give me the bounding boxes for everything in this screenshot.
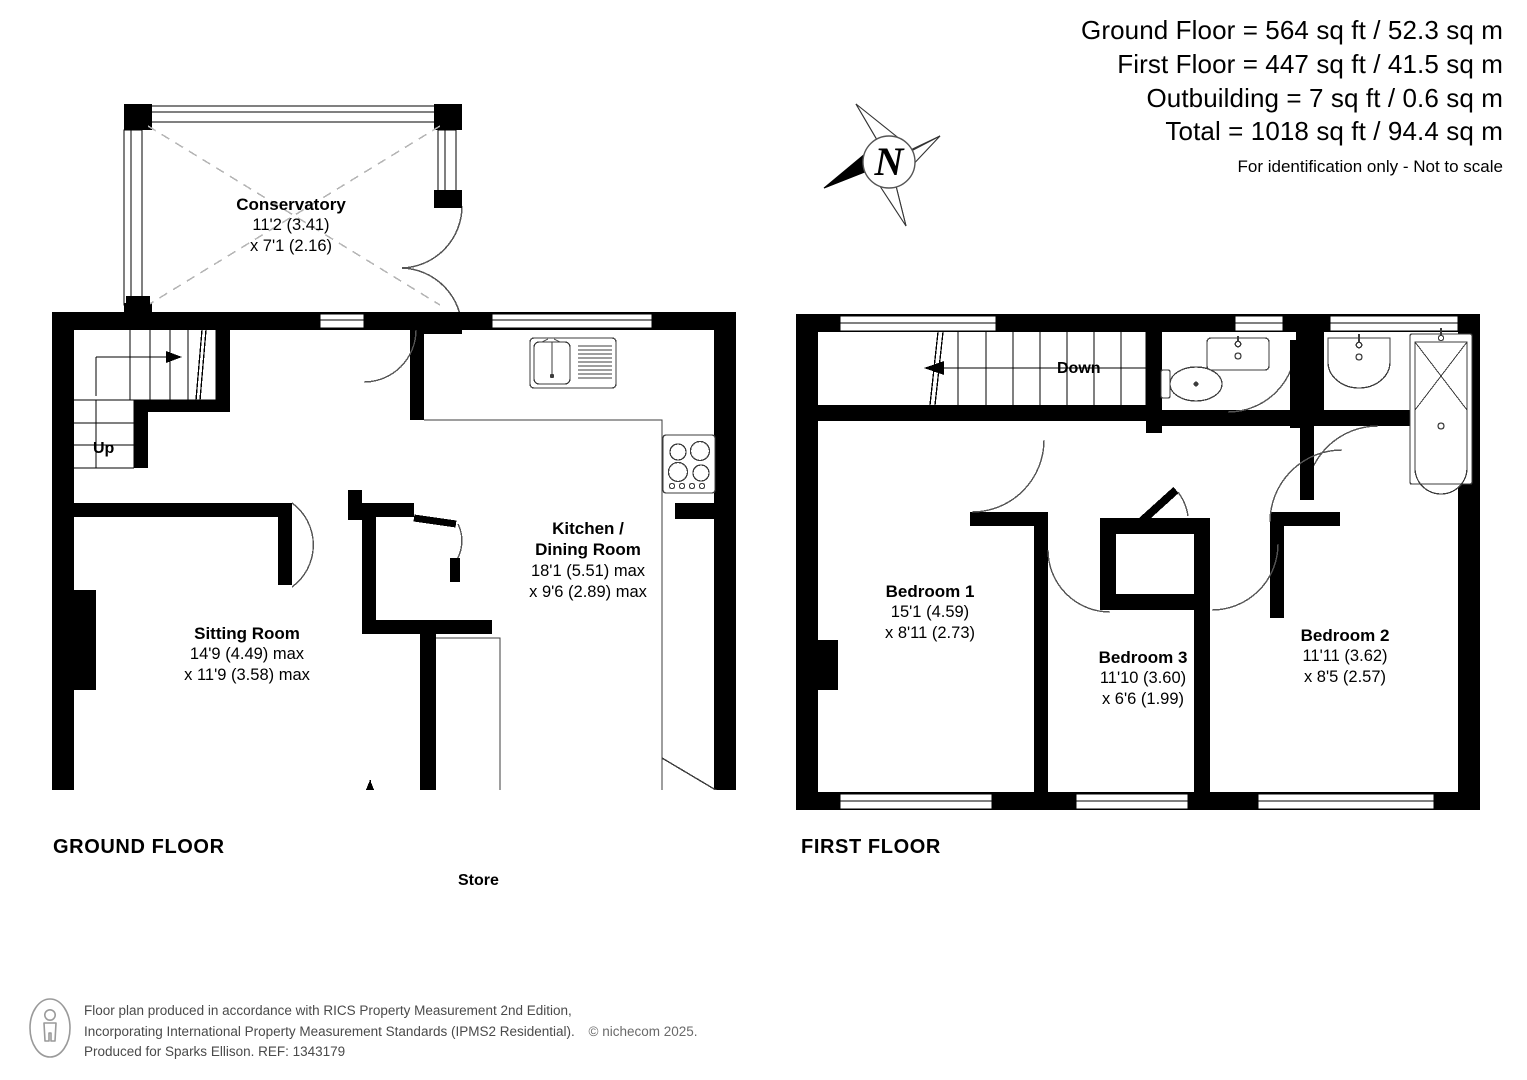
room-label-store: Store — [458, 872, 499, 889]
room-dim-1: 15'1 (4.59) — [890, 603, 970, 622]
room-label-bedroom-1: Bedroom 1 15'1 (4.59) x 8'11 (2.73) — [885, 581, 975, 644]
stair-direction-up: Up — [93, 440, 115, 457]
dining-unit-outline — [436, 637, 718, 790]
area-line-ground: Ground Floor = 564 sq ft / 52.3 sq m — [1081, 15, 1503, 45]
area-line-total: Total = 1018 sq ft / 94.4 sq m — [1165, 116, 1503, 147]
wc-fixtures — [1160, 336, 1270, 402]
room-name: Bedroom 1 — [885, 582, 975, 601]
area-line-outbuilding: Outbuilding = 7 sq ft / 0.6 sq m — [1146, 82, 1503, 113]
cupboard-door-leaf — [1131, 487, 1189, 531]
room-name-line-1: Kitchen / — [552, 519, 624, 538]
first-floor-caption: FIRST FLOOR — [801, 836, 941, 858]
bathroom-fixtures — [1327, 328, 1473, 495]
room-label-conservatory: Conservatory 11'2 (3.41) x 7'1 (2.16) — [236, 194, 346, 257]
ground-floor-caption: GROUND FLOOR — [53, 836, 225, 858]
room-dim-1: 11'10 (3.60) — [1099, 669, 1187, 688]
understairs-door — [413, 514, 463, 582]
room-dim-2: x 8'11 (2.73) — [885, 624, 975, 643]
ground-floor-plan — [52, 104, 736, 790]
room-dim-2: x 6'6 (1.99) — [1101, 690, 1185, 709]
bedroom-doors — [971, 439, 1343, 613]
room-label-bedroom-3: Bedroom 3 11'10 (3.60) x 6'6 (1.99) — [1099, 647, 1188, 710]
footer-line-2: Incorporating International Property Mea… — [84, 1023, 575, 1039]
compass-north-label: N — [874, 139, 906, 184]
room-dim-2: x 11'9 (3.58) max — [184, 666, 310, 685]
room-name: Bedroom 3 — [1098, 648, 1188, 667]
footer-line-3: Produced for Sparks Ellison. REF: 134317… — [84, 1044, 346, 1060]
room-dim-2: x 7'1 (2.16) — [249, 237, 333, 256]
footer-line-1: Floor plan produced in accordance with R… — [84, 1003, 572, 1018]
kitchen-hob — [662, 434, 716, 494]
room-name: Conservatory — [236, 195, 346, 214]
room-dim-2: x 9'6 (2.89) max — [529, 582, 647, 601]
scale-disclaimer: For identification only - Not to scale — [1237, 157, 1503, 177]
room-dim-1: 18'1 (5.51) max — [530, 561, 646, 580]
first-internal-walls — [970, 512, 1340, 795]
room-dim-2: x 8'5 (2.57) — [1303, 668, 1387, 687]
first-staircase — [924, 331, 1147, 406]
ground-internal-walls — [74, 312, 736, 790]
room-label-sitting-room: Sitting Room 14'9 (4.49) max x 11'9 (3.5… — [184, 623, 310, 686]
person-logo-icon — [29, 998, 71, 1058]
room-dim-1: 14'9 (4.49) max — [189, 645, 305, 664]
room-label-kitchen-dining: Kitchen / Dining Room 18'1 (5.51) max x … — [529, 518, 647, 602]
first-south-windows — [839, 793, 1435, 810]
footer-copyright: © nichecom 2025. — [588, 1023, 698, 1039]
bathroom-door — [1305, 425, 1379, 499]
room-label-bedroom-2: Bedroom 2 11'11 (3.62) x 8'5 (2.57) — [1301, 625, 1390, 688]
footer: Floor plan produced in accordance with R… — [28, 997, 698, 1063]
area-summary: Ground Floor = 564 sq ft / 52.3 sq m Fir… — [1081, 14, 1503, 178]
room-dim-1: 11'2 (3.41) — [252, 216, 330, 235]
first-floor-plan — [796, 314, 1480, 810]
room-dim-1: 11'11 (3.62) — [1302, 647, 1388, 666]
ground-north-windows — [319, 313, 653, 329]
first-floor-walls — [796, 314, 1480, 810]
hall-kitchen-door — [363, 329, 417, 383]
stair-direction-down: Down — [1057, 360, 1101, 377]
first-north-windows — [839, 315, 1459, 332]
room-name-line-2: Dining Room — [535, 540, 641, 560]
room-name: Bedroom 2 — [1300, 626, 1390, 645]
compass-rose: N — [823, 103, 941, 227]
kitchen-worktop — [424, 419, 663, 790]
kitchen-sink — [529, 337, 617, 389]
area-line-first: First Floor = 447 sq ft / 41.5 sq m — [1117, 48, 1503, 79]
sitting-room-door — [291, 502, 314, 588]
conservatory-double-door — [401, 205, 463, 331]
ground-south-windows — [365, 780, 375, 790]
room-name: Sitting Room — [194, 624, 300, 643]
